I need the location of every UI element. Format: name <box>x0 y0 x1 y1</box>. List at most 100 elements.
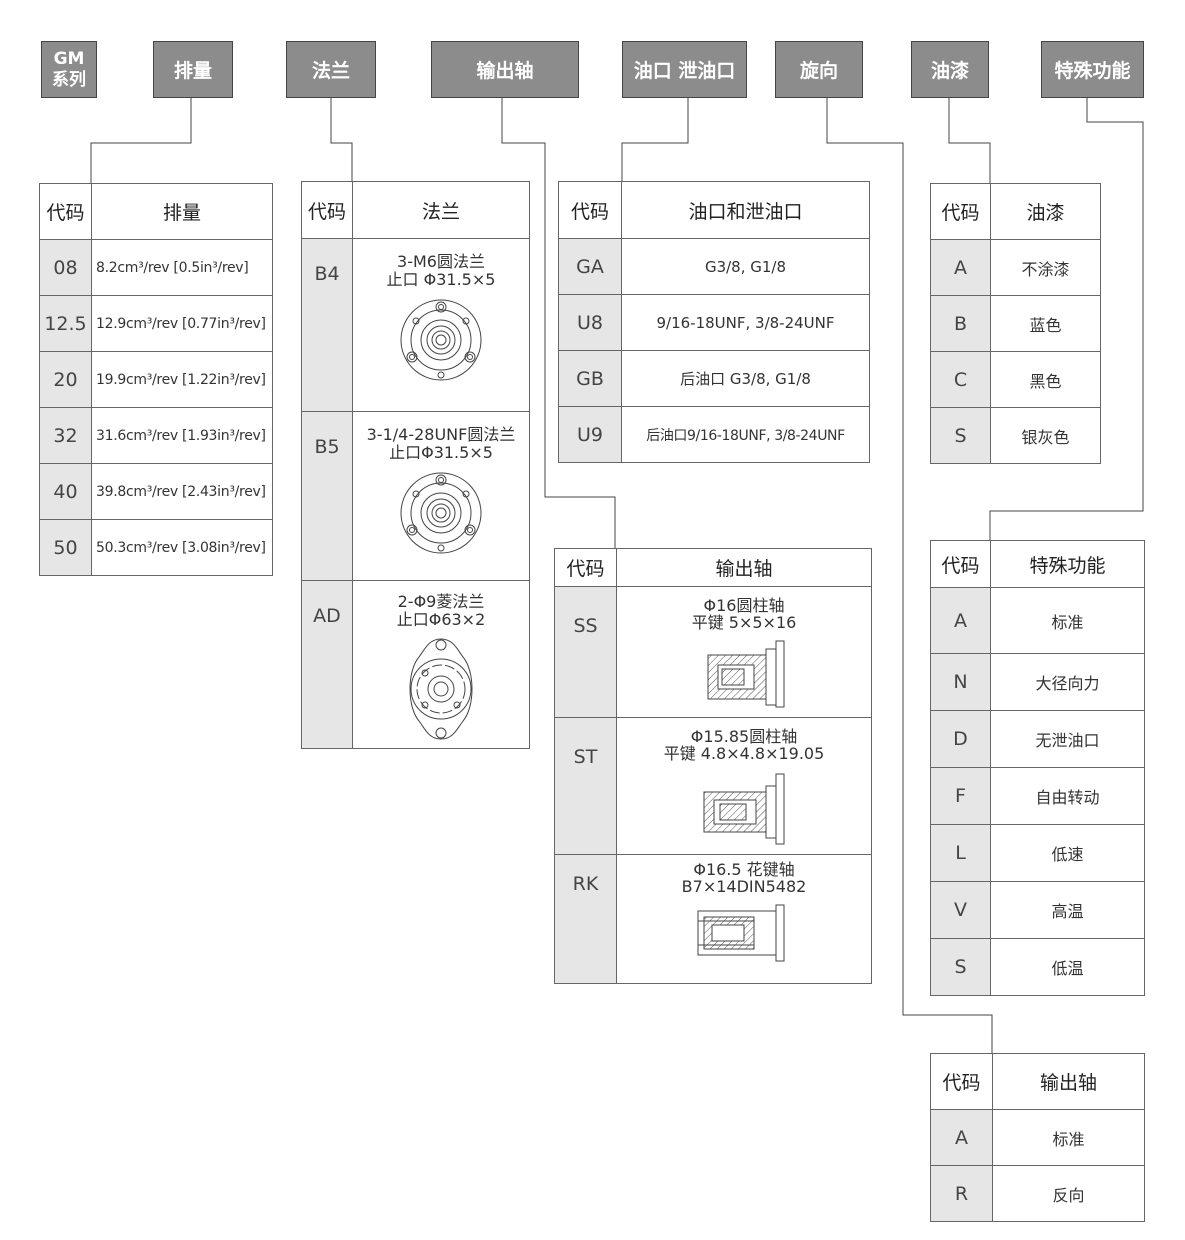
table-row: B5 3-1/4-28UNF圆法兰 止口Φ31.5×5 <box>301 411 530 581</box>
shaft-desc-cell: Φ15.85圆柱轴 平键 4.8×4.8×19.05 <box>616 717 872 855</box>
flange-desc-cell: 2-Φ9菱法兰 止口Φ63×2 <box>352 580 530 749</box>
desc-cell: 50.3cm³/rev [3.08in³/rev] <box>91 519 273 576</box>
desc-cell: G3/8, G1/8 <box>621 238 870 295</box>
col-header-paint: 油漆 <box>990 183 1101 240</box>
desc-cell: 黑色 <box>990 351 1101 408</box>
displacement-header: 排量 <box>153 41 233 98</box>
table-row: 50 50.3cm³/rev [3.08in³/rev] <box>39 519 273 576</box>
paint-table: 代码 油漆 A 不涂漆 B 蓝色 C 黑色 S 银灰色 <box>930 183 1101 464</box>
col-header-displacement: 排量 <box>91 183 273 240</box>
code-cell: D <box>930 710 991 768</box>
code-cell: L <box>930 824 991 882</box>
flange-title: 3-M6圆法兰 <box>397 252 485 271</box>
table-row: S 低温 <box>930 938 1145 996</box>
shaft-title: Φ15.85圆柱轴 <box>690 727 798 746</box>
table-row: R 反向 <box>930 1165 1145 1222</box>
shaft-spline: B7×14DIN5482 <box>681 877 807 896</box>
code-cell: V <box>930 881 991 939</box>
table-row: A 标准 <box>930 1109 1145 1166</box>
table-row: 08 8.2cm³/rev [0.5in³/rev] <box>39 239 273 296</box>
desc-cell: 31.6cm³/rev [1.93in³/rev] <box>91 407 273 464</box>
table-row: B 蓝色 <box>930 295 1101 352</box>
spline-shaft-drawing <box>697 904 785 962</box>
table-row: GA G3/8, G1/8 <box>558 238 870 295</box>
col-header-code: 代码 <box>301 181 353 239</box>
code-cell: 20 <box>39 351 92 408</box>
code-cell: C <box>930 351 991 408</box>
code-cell: AD <box>301 580 353 749</box>
flange-spigot: 止口Φ31.5×5 <box>389 443 493 462</box>
cylindrical-shaft-drawing <box>707 640 785 708</box>
code-cell: S <box>930 938 991 996</box>
code-cell: GA <box>558 238 622 295</box>
code-cell: ST <box>554 717 617 855</box>
code-cell: 40 <box>39 463 92 520</box>
col-header-code: 代码 <box>930 183 991 240</box>
code-cell: S <box>930 407 991 464</box>
desc-cell: 19.9cm³/rev [1.22in³/rev] <box>91 351 273 408</box>
code-cell: RK <box>554 854 617 984</box>
col-header-code: 代码 <box>39 183 92 240</box>
rotation-header: 旋向 <box>775 41 863 98</box>
round-flange-drawing <box>400 299 482 381</box>
desc-cell: 后油口9/16-18UNF, 3/8-24UNF <box>621 406 870 463</box>
code-cell: 50 <box>39 519 92 576</box>
flange-spigot: 止口 Φ31.5×5 <box>386 270 496 289</box>
code-cell: B5 <box>301 411 353 581</box>
desc-cell: 反向 <box>992 1165 1145 1222</box>
table-row: L 低速 <box>930 824 1145 882</box>
code-cell: U8 <box>558 294 622 351</box>
table-row: N 大径向力 <box>930 653 1145 711</box>
col-header-code: 代码 <box>554 548 617 587</box>
rotation-table: 代码 输出轴 A 标准 R 反向 <box>930 1053 1145 1222</box>
paint-header: 油漆 <box>911 41 989 98</box>
special-function-header: 特殊功能 <box>1041 41 1144 98</box>
table-row: 12.5 12.9cm³/rev [0.77in³/rev] <box>39 295 273 352</box>
col-header-special: 特殊功能 <box>990 540 1145 588</box>
code-cell: B4 <box>301 238 353 412</box>
code-cell: F <box>930 767 991 825</box>
desc-cell: 8.2cm³/rev [0.5in³/rev] <box>91 239 273 296</box>
output-shaft-table: 代码 输出轴 SS Φ16圆柱轴 平键 5×5×16 <box>554 548 872 984</box>
col-header-code: 代码 <box>558 181 622 239</box>
flange-desc-cell: 3-1/4-28UNF圆法兰 止口Φ31.5×5 <box>352 411 530 581</box>
flange-title: 2-Φ9菱法兰 <box>397 592 485 611</box>
table-row: A 标准 <box>930 587 1145 654</box>
desc-cell: 自由转动 <box>990 767 1145 825</box>
code-cell: R <box>930 1165 993 1222</box>
shaft-key: 平键 5×5×16 <box>691 613 797 632</box>
code-cell: A <box>930 1109 993 1166</box>
oil-port-header: 油口 泄油口 <box>622 41 747 98</box>
table-row: B4 3-M6圆法兰 止口 Φ31.5×5 <box>301 238 530 412</box>
table-row: S 银灰色 <box>930 407 1101 464</box>
desc-cell: 高温 <box>990 881 1145 939</box>
table-row: 32 31.6cm³/rev [1.93in³/rev] <box>39 407 273 464</box>
code-cell: SS <box>554 586 617 718</box>
table-row: D 无泄油口 <box>930 710 1145 768</box>
oil-port-table: 代码 油口和泄油口 GA G3/8, G1/8 U8 9/16-18UNF, 3… <box>558 181 870 463</box>
series-header-line1: GM <box>53 48 85 69</box>
shaft-desc-cell: Φ16.5 花键轴 B7×14DIN5482 <box>616 854 872 984</box>
table-row: ST Φ15.85圆柱轴 平键 4.8×4.8×19.05 <box>554 717 872 855</box>
col-header-rotation: 输出轴 <box>992 1053 1145 1110</box>
code-cell: A <box>930 239 991 296</box>
flange-desc-cell: 3-M6圆法兰 止口 Φ31.5×5 <box>352 238 530 412</box>
code-cell: N <box>930 653 991 711</box>
table-row: RK Φ16.5 花键轴 B7×14DIN5482 <box>554 854 872 984</box>
round-flange-drawing <box>400 472 482 554</box>
flange-header: 法兰 <box>286 41 376 98</box>
col-header-code: 代码 <box>930 1053 993 1110</box>
desc-cell: 后油口 G3/8, G1/8 <box>621 350 870 407</box>
desc-cell: 39.8cm³/rev [2.43in³/rev] <box>91 463 273 520</box>
shaft-title: Φ16圆柱轴 <box>703 596 785 615</box>
col-header-oil-port: 油口和泄油口 <box>621 181 870 239</box>
table-row: U8 9/16-18UNF, 3/8-24UNF <box>558 294 870 351</box>
desc-cell: 标准 <box>990 587 1145 654</box>
table-row: C 黑色 <box>930 351 1101 408</box>
desc-cell: 不涂漆 <box>990 239 1101 296</box>
code-cell: A <box>930 587 991 654</box>
desc-cell: 银灰色 <box>990 407 1101 464</box>
code-cell: 08 <box>39 239 92 296</box>
code-cell: B <box>930 295 991 352</box>
